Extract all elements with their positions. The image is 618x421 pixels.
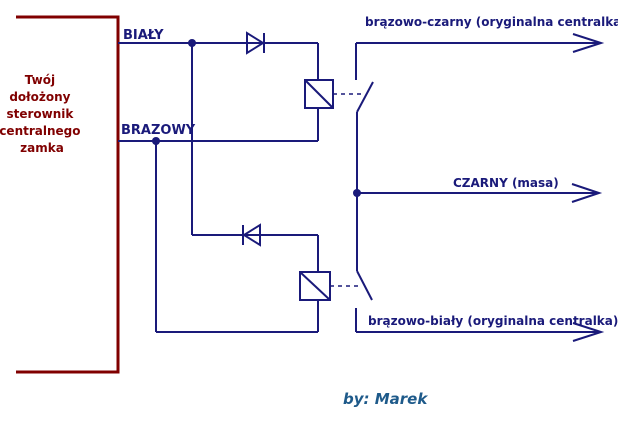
switch-top-blade [356,81,374,113]
wire-label-brown: BRAZOWY [121,123,196,138]
diode-bottom [242,223,261,247]
output-arrow-top [356,33,605,53]
output-arrow-middle [357,183,603,203]
wire-label-white: BIAŁY [123,28,164,43]
output-arrow-bottom [356,322,605,342]
controller-label-line-4: centralnego [0,124,81,138]
relay-top-coil [304,79,334,109]
diode-top [246,31,265,55]
controller-label-line-3: sterownik [6,107,74,121]
output-label-top: brązowo-czarny (oryginalna centralka) [365,15,618,29]
controller-label: Twój dołożony sterownik centralnego zamk… [0,73,85,155]
controller-label-line-5: zamka [20,141,64,155]
relay-bottom-coil [299,271,331,301]
author-credit: by: Marek [343,390,428,408]
controller-label-line-1: Twój [25,73,55,87]
output-label-middle: CZARNY (masa) [453,176,559,190]
switch-bottom-blade [356,270,373,301]
controller-box [16,15,120,374]
controller-label-line-2: dołożony [9,90,70,104]
output-label-bottom: brązowo-biały (oryginalna centralka) [368,314,618,328]
